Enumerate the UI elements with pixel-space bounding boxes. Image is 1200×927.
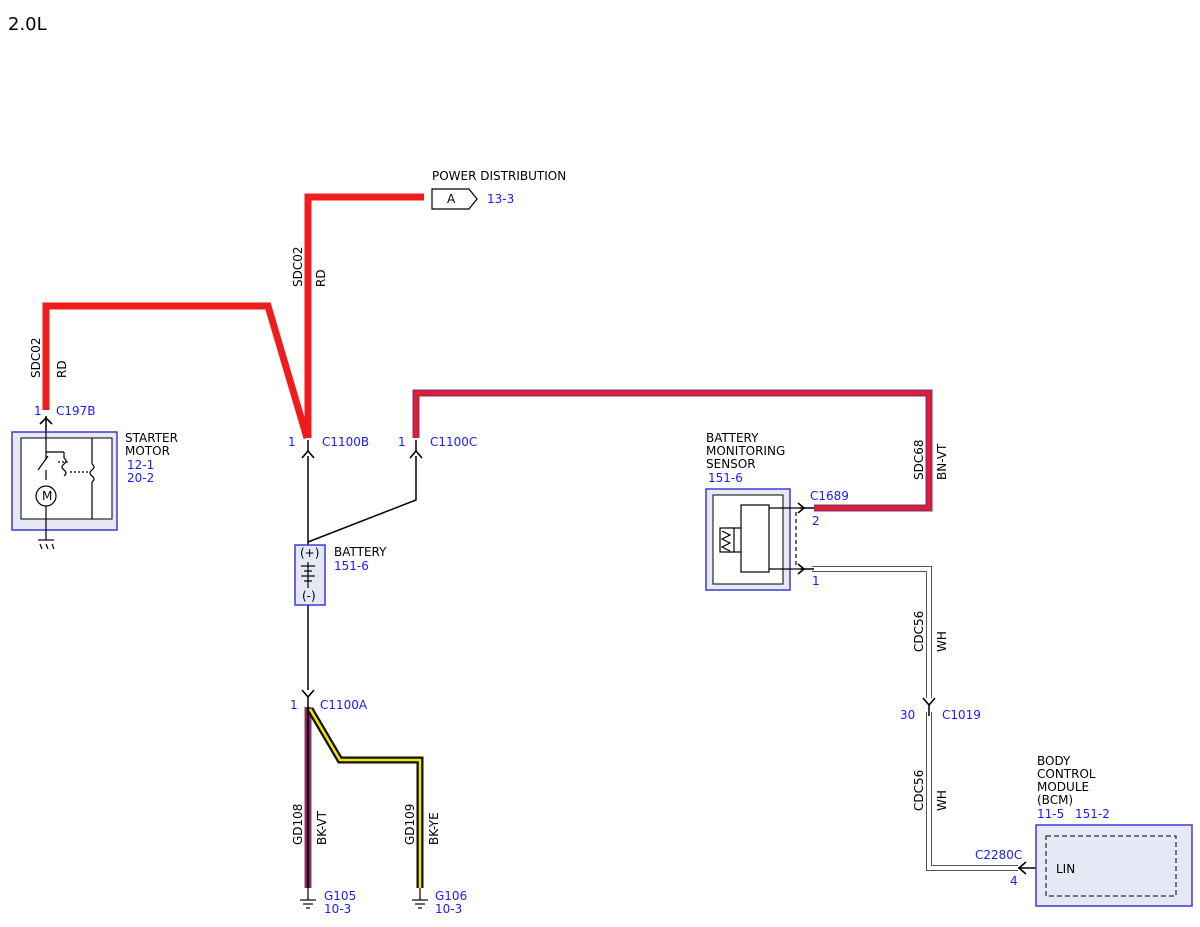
battery-ref[interactable]: 151-6 bbox=[334, 559, 369, 573]
battery-plus-label: (+) bbox=[300, 546, 319, 560]
battery-cell-icon bbox=[301, 562, 315, 588]
power-distribution-label: POWER DISTRIBUTION bbox=[432, 169, 566, 183]
connector-pin-number: 1 bbox=[288, 435, 296, 449]
connector-pin-icon bbox=[301, 689, 315, 699]
wire-sdc02-upper bbox=[304, 193, 424, 438]
connector-c1100c: 1 C1100C bbox=[398, 435, 477, 459]
connector-c2280c: C2280C 4 bbox=[975, 848, 1036, 888]
bms-ref[interactable]: 151-6 bbox=[708, 471, 743, 485]
ground-name[interactable]: G106 bbox=[435, 889, 467, 903]
connector-name[interactable]: C197B bbox=[56, 404, 96, 418]
starter-motor[interactable]: M STARTER MOTOR 12-1 20-2 bbox=[11, 431, 178, 550]
bms-label: BATTERY bbox=[706, 431, 759, 445]
wire-label-circuit: GD108 bbox=[291, 804, 305, 845]
wire-label-color: BN-VT bbox=[935, 443, 949, 480]
bcm-ref[interactable]: 11-5 bbox=[1037, 807, 1064, 821]
bcm-label: CONTROL bbox=[1037, 767, 1096, 781]
connector-name[interactable]: C1100C bbox=[430, 435, 477, 449]
battery[interactable]: (+) (-) BATTERY 151-6 bbox=[294, 544, 387, 606]
connector-name[interactable]: C1689 bbox=[810, 489, 849, 503]
connector-c1100a: 1 C1100A bbox=[290, 689, 368, 712]
connector-name[interactable]: C2280C bbox=[975, 848, 1022, 862]
connector-pin-number: 1 bbox=[34, 404, 42, 418]
connector-c1019: 30 C1019 bbox=[900, 697, 981, 722]
ground-icon bbox=[300, 888, 316, 909]
wire-label-color: BK-YE bbox=[427, 812, 441, 845]
wire-label-circuit: CDC56 bbox=[912, 611, 926, 652]
connector-name[interactable]: C1019 bbox=[942, 708, 981, 722]
wire-label-color: RD bbox=[314, 269, 328, 287]
wire-cdc56-upper bbox=[812, 566, 932, 698]
wire-label-color: RD bbox=[55, 360, 69, 378]
connector-c1689: C1689 2 1 bbox=[797, 489, 849, 588]
bcm-label: (BCM) bbox=[1037, 793, 1073, 807]
page-title: 2.0L bbox=[8, 14, 47, 35]
ground-name[interactable]: G105 bbox=[324, 889, 356, 903]
wire-label-circuit: CDC56 bbox=[912, 770, 926, 811]
connector-pin-number: 4 bbox=[1010, 874, 1018, 888]
connector-pin-icon bbox=[922, 697, 936, 707]
bcm-pin-label: LIN bbox=[1056, 862, 1075, 876]
wire-label-circuit: GD109 bbox=[403, 804, 417, 845]
connector-pin-number: 2 bbox=[812, 514, 820, 528]
power-distribution-connector[interactable]: POWER DISTRIBUTION A 13-3 bbox=[431, 169, 566, 210]
bcm-label: MODULE bbox=[1037, 780, 1089, 794]
connector-name[interactable]: C1100A bbox=[320, 698, 368, 712]
wire-label-circuit: SDC02 bbox=[291, 246, 305, 287]
ground-ref[interactable]: 10-3 bbox=[435, 902, 462, 916]
wire-cdc56-lower bbox=[926, 712, 1018, 871]
wire-label-color: WH bbox=[935, 790, 949, 811]
power-distribution-ref[interactable]: 13-3 bbox=[487, 192, 514, 206]
starter-motor-label: STARTER bbox=[125, 431, 178, 445]
wire-label-color: BK-VT bbox=[315, 810, 329, 845]
wire-sdc02-left bbox=[42, 302, 311, 439]
battery-label: BATTERY bbox=[334, 545, 387, 559]
connector-arrow-icon bbox=[431, 188, 478, 210]
bcm-label: BODY bbox=[1037, 754, 1071, 768]
wire-battery-to-c1100c bbox=[307, 456, 417, 543]
connector-pin-number: 30 bbox=[900, 708, 915, 722]
connector-c197b: 1 C197B bbox=[34, 404, 96, 432]
motor-symbol-icon: M bbox=[42, 489, 52, 503]
wire-label-color: WH bbox=[935, 631, 949, 652]
ground-ref[interactable]: 10-3 bbox=[324, 902, 351, 916]
starter-motor-ref[interactable]: 20-2 bbox=[127, 471, 154, 485]
battery-minus-label: (-) bbox=[302, 589, 316, 603]
body-control-module[interactable]: BODY CONTROL MODULE (BCM) 11-5 151-2 LIN bbox=[1035, 754, 1193, 907]
connector-c1100b: 1 C1100B bbox=[288, 435, 369, 459]
ground-g105: G105 10-3 bbox=[300, 888, 356, 916]
battery-monitoring-sensor[interactable]: BATTERY MONITORING SENSOR 151-6 bbox=[705, 431, 800, 591]
power-distribution-pin: A bbox=[447, 192, 456, 206]
starter-motor-icon bbox=[35, 432, 95, 550]
bcm-ref[interactable]: 151-2 bbox=[1075, 807, 1110, 821]
wire-sdc68 bbox=[412, 389, 933, 512]
connector-pin-number: 1 bbox=[290, 698, 298, 712]
ground-icon bbox=[412, 888, 428, 909]
bms-label: SENSOR bbox=[706, 457, 756, 471]
starter-motor-label: MOTOR bbox=[125, 444, 170, 458]
wire-label-circuit: SDC02 bbox=[29, 337, 43, 378]
connector-name[interactable]: C1100B bbox=[322, 435, 369, 449]
bms-label: MONITORING bbox=[706, 444, 785, 458]
wire-gd109 bbox=[306, 707, 424, 888]
ground-g106: G106 10-3 bbox=[412, 888, 467, 916]
connector-pin-number: 1 bbox=[812, 574, 820, 588]
starter-motor-ref[interactable]: 12-1 bbox=[127, 458, 154, 472]
wire-label-circuit: SDC68 bbox=[912, 439, 926, 480]
sensor-shunt-icon bbox=[719, 504, 800, 573]
connector-pin-number: 1 bbox=[398, 435, 406, 449]
